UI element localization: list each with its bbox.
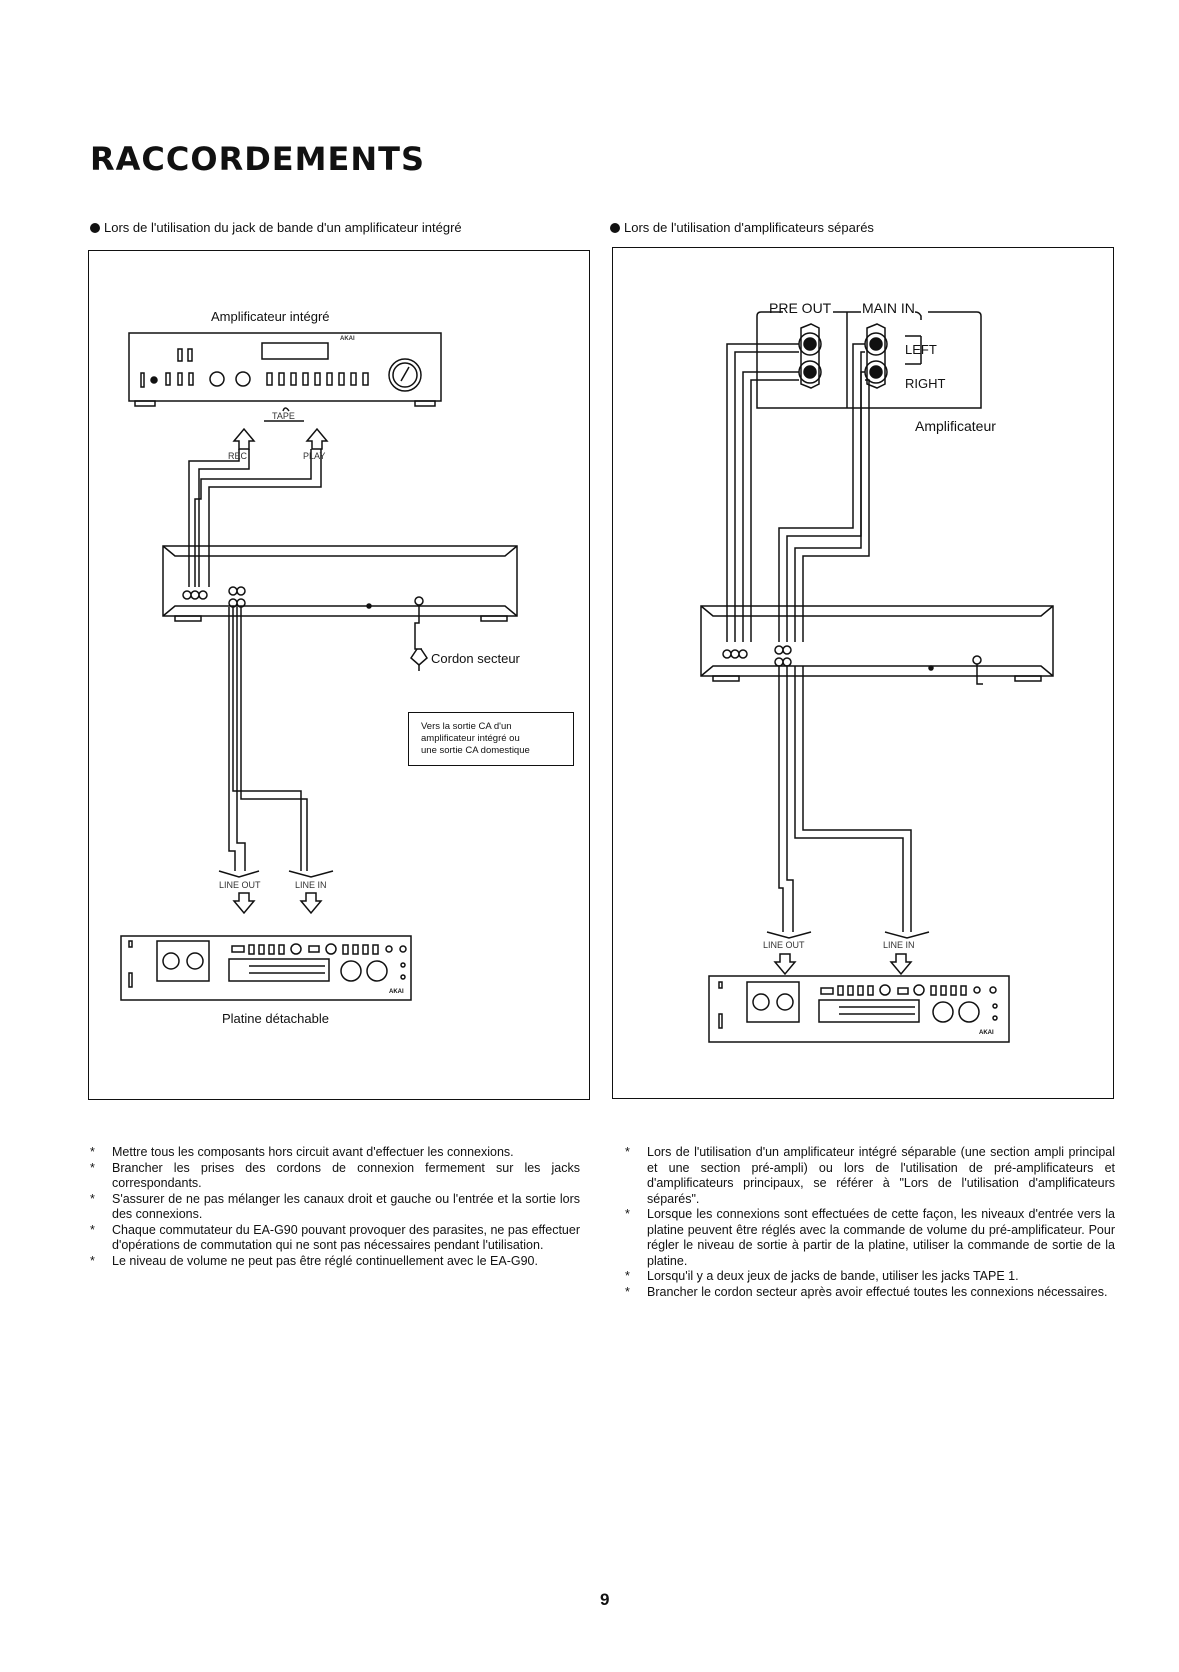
page-number: 9 (600, 1590, 610, 1609)
main-in-label: MAIN IN (862, 300, 915, 316)
list-item: Chaque commutateur du EA-G90 pouvant pro… (90, 1223, 580, 1254)
right-connection-diagram: PRE OUT MAIN IN LEFT RIGHT Amplificateur… (612, 247, 1114, 1099)
processor-unit-icon (162, 545, 518, 617)
right-notes-list: Lors de l'utilisation d'un amplificateur… (625, 1145, 1115, 1300)
list-item: Le niveau de volume ne peut pas être rég… (90, 1254, 580, 1270)
integrated-amplifier-icon (128, 332, 442, 402)
rec-label: REC (228, 451, 248, 461)
note-line: amplificateur intégré ou (421, 733, 520, 744)
left-channel-label: LEFT (905, 342, 937, 357)
arrow-down-icon (232, 892, 256, 915)
left-connection-diagram: Amplificateur intégré AKAI TAPE REC PLAY… (88, 250, 590, 1100)
list-item: Brancher le cordon secteur après avoir e… (625, 1285, 1115, 1301)
tape-label: TAPE (272, 411, 295, 421)
right-channel-label: RIGHT (905, 376, 946, 391)
amp-switches (266, 372, 369, 386)
line-out-label: LINE OUT (219, 880, 261, 890)
right-wiring-drawing (700, 311, 1054, 1043)
power-plug-icon (410, 648, 428, 666)
pre-out-label: PRE OUT (769, 300, 832, 316)
power-cord-label: Cordon secteur (431, 651, 520, 666)
amp-brand-label: AKAI (340, 336, 355, 342)
note-line: Vers la sortie CA d'un (421, 721, 512, 732)
list-item: Mettre tous les composants hors circuit … (90, 1145, 580, 1161)
line-in-label: LINE IN (883, 940, 915, 950)
line-out-label: LINE OUT (763, 940, 805, 950)
right-diagram-caption: Lors de l'utilisation d'amplificateurs s… (610, 220, 874, 235)
cassette-deck-icon (708, 975, 1010, 1043)
cassette-deck-icon (120, 935, 412, 1001)
bullet-dot-icon (90, 222, 100, 233)
power-outlet-note: Vers la sortie CA d'un amplificateur int… (408, 712, 574, 766)
list-item: Brancher les prises des cordons de conne… (90, 1161, 580, 1192)
list-item: Lors de l'utilisation d'un amplificateur… (625, 1145, 1115, 1207)
left-wiring-drawing (120, 332, 518, 1001)
detachable-deck-label: Platine détachable (222, 1011, 329, 1026)
arrow-down-icon (889, 953, 913, 976)
left-notes-list: Mettre tous les composants hors circuit … (90, 1145, 580, 1269)
deck-brand-label: AKAI (389, 989, 404, 995)
arrow-up-icon (305, 427, 329, 450)
page-title: RACCORDEMENTS (90, 140, 425, 178)
arrow-up-icon (232, 427, 256, 450)
list-item: Lorsqu'il y a deux jeux de jacks de band… (625, 1269, 1115, 1285)
play-label: PLAY (303, 451, 326, 461)
bullet-dot-icon (610, 222, 620, 233)
list-item: Lorsque les connexions sont effectuées d… (625, 1207, 1115, 1269)
arrow-down-icon (299, 892, 323, 915)
integrated-amplifier-label: Amplificateur intégré (211, 309, 330, 324)
processor-unit-icon (700, 605, 1054, 677)
left-caption-text: Lors de l'utilisation du jack de bande d… (104, 220, 462, 235)
amplifier-label: Amplificateur (915, 418, 996, 434)
line-in-label: LINE IN (295, 880, 327, 890)
right-caption-text: Lors de l'utilisation d'amplificateurs s… (624, 220, 874, 235)
note-line: une sortie CA domestique (421, 745, 530, 756)
arrow-down-icon (773, 953, 797, 976)
deck-brand-label: AKAI (979, 1030, 994, 1036)
left-diagram-caption: Lors de l'utilisation du jack de bande d… (90, 220, 462, 235)
list-item: S'assurer de ne pas mélanger les canaux … (90, 1192, 580, 1223)
